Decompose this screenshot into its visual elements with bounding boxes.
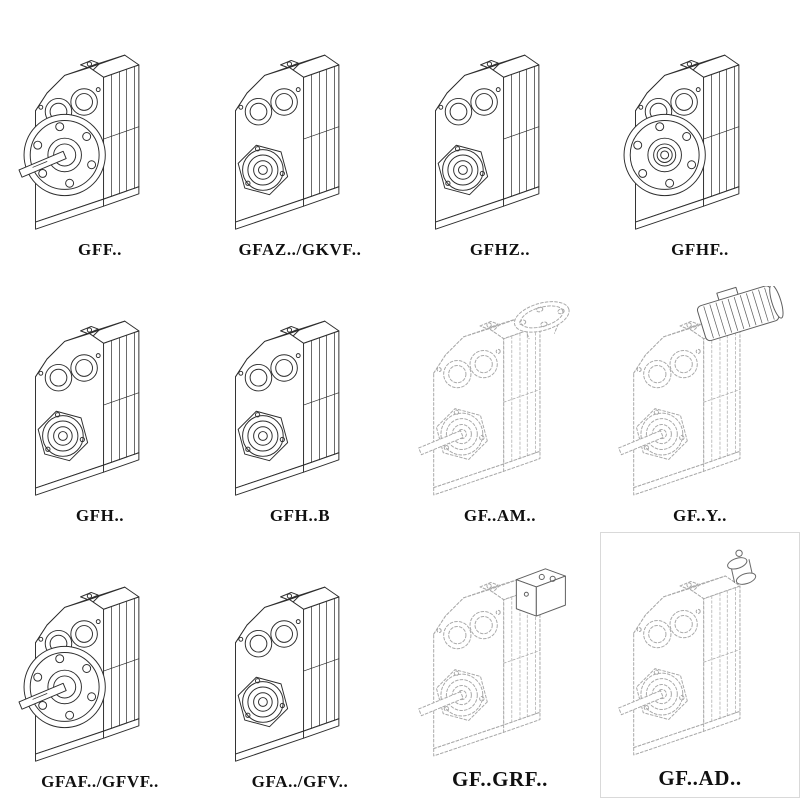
model-label: GFH..	[75, 506, 125, 525]
model-label: GFHZ..	[469, 240, 531, 259]
cell-gfaz-gkvf: GFAZ../GKVF..	[200, 0, 400, 266]
gearbox-drawing-gfaf-gfvf	[5, 558, 195, 770]
gearbox-drawing-gfaz-gkvf	[205, 26, 395, 238]
model-label: GF..AD..	[658, 766, 742, 790]
gearbox-drawing-gf-grf	[401, 568, 566, 765]
gearbox-drawing-gfh-b	[205, 292, 395, 504]
cell-gfhz: GFHZ..	[400, 0, 600, 266]
model-label: GF..AM..	[463, 506, 537, 525]
cell-gf-grf: GF..GRF..	[400, 532, 600, 798]
gearbox-drawing-gf-y	[601, 286, 787, 504]
cell-gf-ad: GF..AD..	[600, 532, 800, 798]
cell-gfh: GFH..	[0, 266, 200, 532]
model-label: GFF..	[78, 240, 122, 259]
cell-gfhf: GFHF..	[600, 0, 800, 266]
model-label: GFHF..	[671, 240, 729, 259]
model-label: GFH..B	[269, 506, 331, 525]
gearbox-drawing-gf-am	[401, 295, 574, 504]
model-label: GFAF../GFVF..	[41, 772, 159, 791]
gearbox-drawing-gfa-gfv	[205, 558, 395, 770]
model-label: GFAZ../GKVF..	[238, 240, 362, 259]
model-label: GF..Y..	[673, 506, 727, 525]
cell-gf-y: GF..Y..	[600, 266, 800, 532]
gearbox-drawing-gfhz	[405, 26, 595, 238]
gearbox-drawing-gf-ad	[601, 549, 758, 764]
cell-gf-am: GF..AM..	[400, 266, 600, 532]
gearbox-drawing-gfhf	[605, 26, 795, 238]
gearbox-drawing-gfh	[5, 292, 195, 504]
model-label: GFA../GFV..	[251, 772, 349, 791]
cell-gfaf-gfvf: GFAF../GFVF..	[0, 532, 200, 798]
cell-gfh-b: GFH..B	[200, 266, 400, 532]
cell-gfa-gfv: GFA../GFV..	[200, 532, 400, 798]
gearbox-drawing-gff	[5, 26, 195, 238]
cell-gff: GFF..	[0, 0, 200, 266]
model-label: GF..GRF..	[451, 767, 549, 791]
